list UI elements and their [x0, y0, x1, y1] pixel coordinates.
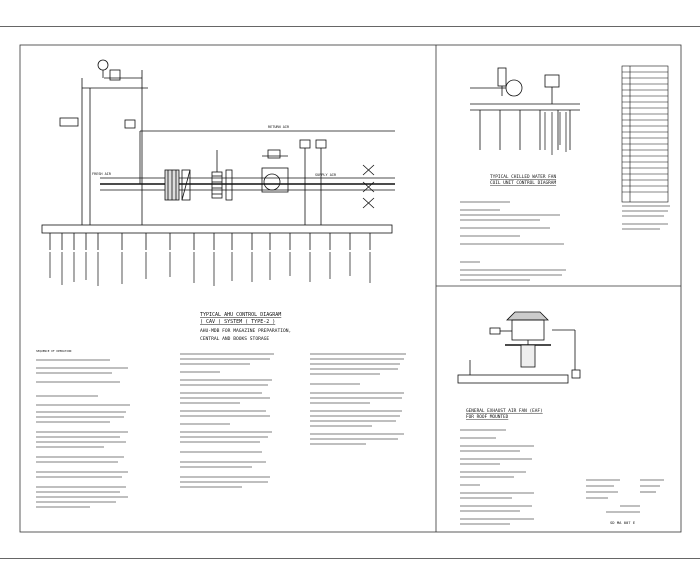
fcu-point-label-marks: [544, 112, 567, 155]
legend-notes: [622, 205, 670, 230]
ahu-title-line4: CENTRAL AND BOOKS STORAGE: [200, 336, 269, 342]
ahu-sequence-text-col1: [36, 359, 130, 508]
fcu-schematic: [470, 67, 580, 150]
ahu-title-line2: ( CAV ) SYSTEM ( TYPE-2 ): [200, 319, 275, 325]
ahu-sequence-text-col2: [180, 353, 274, 488]
sheet-top-border: [0, 26, 700, 27]
eaf-title-line1: GENERAL EXHAUST AIR FAN (EAF): [466, 408, 543, 414]
drawing-frame: [19, 44, 682, 533]
title-block: [586, 479, 664, 513]
fcu-sequence-text: [460, 201, 566, 281]
return-air-label: RETURN AIR: [268, 125, 290, 129]
ahu-schematic: [41, 59, 395, 250]
ahu-sequence-text-col3: [310, 353, 406, 445]
ahu-title-line3: AHU-MDB FOR MAGAZINE PREPARATION,: [200, 328, 291, 334]
fcu-title-line1: TYPICAL CHILLED WATER FAN: [490, 174, 556, 180]
fresh-air-label: FRESH AIR: [92, 172, 112, 176]
supply-air-label: SUPPLY AIR: [315, 173, 337, 177]
sheet-number: SD MA 007 E: [610, 520, 636, 525]
eaf-title-line2: FOR ROOF MOUNTED: [466, 414, 509, 420]
ahu-title-line1: TYPICAL AHU CONTROL DIAGRAM: [200, 312, 281, 318]
legend-table: [621, 65, 669, 203]
fcu-title-line2: COIL UNIT CONTROL DIAGRAM: [490, 180, 556, 186]
seq-heading-ahu: SEQUENCE OF OPERATION: [36, 349, 72, 353]
sheet-bottom-border: [0, 558, 700, 559]
eaf-schematic: [457, 311, 581, 384]
eaf-sequence-text: [460, 429, 534, 525]
point-label-column-marks: [49, 252, 371, 286]
